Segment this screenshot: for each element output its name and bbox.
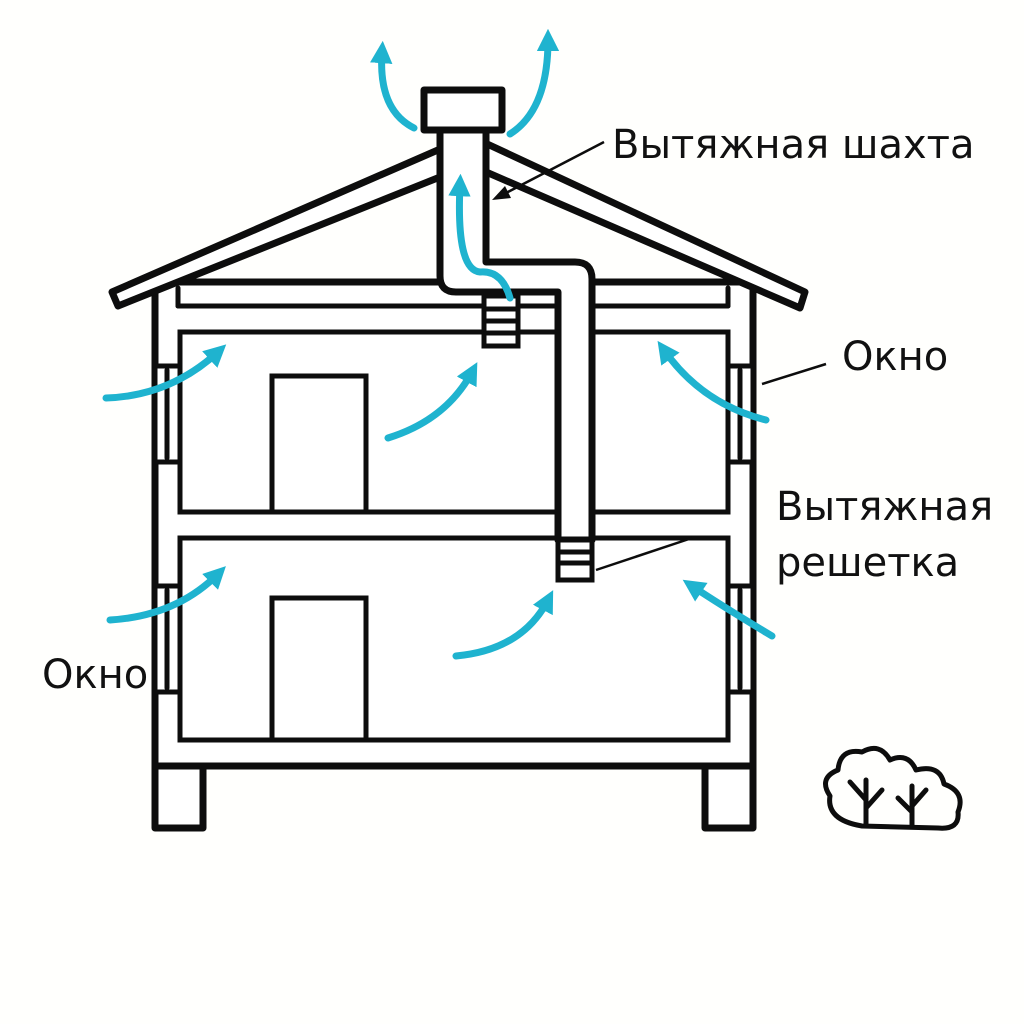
doors: [269, 373, 369, 743]
exhaust-shaft-cap: [420, 86, 506, 134]
leader-window-right: [761, 362, 827, 386]
leader-exhaust-shaft-arrowhead: [492, 186, 511, 200]
upper-door: [269, 373, 369, 515]
airflow-arrow-upper-room: [384, 362, 478, 442]
label-exhaust-grille-line1: Вытяжная: [776, 484, 993, 530]
airflow-arrow-in-shaft: [448, 173, 514, 302]
label-window-right: Окно: [842, 334, 948, 380]
labels: Вытяжная шахта Окно Вытяжная решетка Окн…: [42, 122, 993, 698]
label-exhaust-shaft: Вытяжная шахта: [612, 122, 974, 168]
airflow-arrow-window-lower-left: [106, 566, 226, 624]
upper-floor-room: [177, 329, 731, 515]
airflow-arrow-window-lower-right: [682, 579, 776, 640]
exhaust-grille-upper: [481, 293, 521, 349]
leader-exhaust-shaft: [503, 140, 605, 196]
lower-door: [269, 595, 369, 743]
bush-icon: [823, 745, 963, 831]
foundation-left: [151, 760, 207, 832]
leader-lines: [492, 140, 827, 572]
airflow-arrow-lower-room: [452, 590, 554, 660]
exhaust-grille-lower: [555, 537, 595, 583]
airflow-arrow-window-upper-right: [657, 340, 770, 424]
window-lower-right: [725, 583, 756, 695]
window-lower-left: [152, 583, 183, 695]
airflow-arrow-window-upper-left: [102, 344, 227, 402]
label-exhaust-grille-line2: решетка: [776, 540, 959, 586]
airflow-arrows: [102, 28, 776, 660]
label-window-left: Окно: [42, 652, 148, 698]
foundation: [151, 760, 757, 832]
airflow-arrow-exit-left: [370, 40, 418, 132]
leader-exhaust-grille: [595, 536, 693, 572]
lower-floor-room: [177, 535, 731, 743]
airflow-arrow-exit-right: [506, 28, 560, 138]
foundation-right: [701, 760, 757, 832]
